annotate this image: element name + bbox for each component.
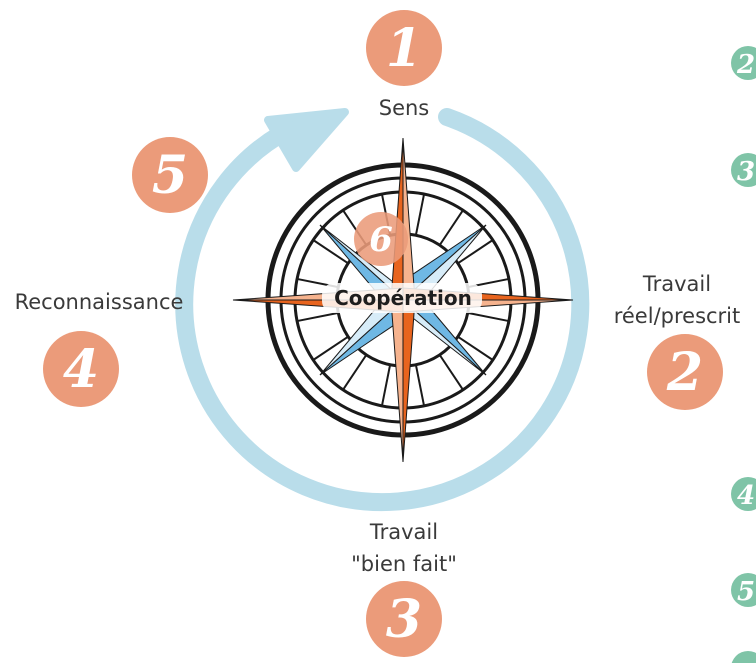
cooperation-label-background <box>322 283 482 313</box>
compass-tick <box>414 193 426 236</box>
side-badge-4-number: 4 <box>737 481 755 511</box>
side-badge-3: 3 <box>731 153 756 187</box>
compass-tick <box>457 335 494 361</box>
compass-ticks <box>296 193 510 407</box>
badge-4-number: 4 <box>63 339 99 400</box>
compass-diagonal-points <box>319 224 487 376</box>
badge-1: 1 <box>366 10 442 86</box>
cycle-arrow <box>175 108 590 512</box>
badge-4: 4 <box>43 331 119 407</box>
label-travail-bien-fait: Travail "bien fait" <box>334 516 474 580</box>
compass-tick <box>380 364 392 407</box>
label-travail-bien-line1: Travail <box>369 520 439 544</box>
badge-3-number: 3 <box>386 589 422 650</box>
label-travail-reel-prescrit: Travail réel/prescrit <box>598 268 756 332</box>
compass-tick <box>342 354 368 391</box>
label-sens: Sens <box>354 92 454 124</box>
badge-6: 6 <box>354 212 408 266</box>
label-reconnaissance-text: Reconnaissance <box>14 290 184 314</box>
label-travail-reel-line1: Travail <box>642 272 712 296</box>
label-sens-text: Sens <box>378 96 430 120</box>
compass-tick <box>296 311 339 323</box>
badge-3: 3 <box>366 581 442 657</box>
label-travail-bien-line2: "bien fait" <box>351 552 457 576</box>
side-badge-2-number: 2 <box>736 50 755 80</box>
side-badge-5-number: 5 <box>737 577 755 607</box>
compass-tick <box>312 239 349 265</box>
compass: Coopération 6 <box>232 137 574 463</box>
compass-tick <box>438 354 464 391</box>
side-badge-partial <box>731 651 756 663</box>
label-travail-reel-line2: réel/prescrit <box>613 304 741 328</box>
badge-2-number: 2 <box>666 342 703 403</box>
badge-5-number: 5 <box>152 145 188 206</box>
compass-tick <box>414 364 426 407</box>
side-badge-5: 5 <box>731 573 756 607</box>
compass-tick <box>467 311 510 323</box>
side-badge-4: 4 <box>731 477 756 511</box>
side-badge-3-number: 3 <box>737 157 755 187</box>
badge-1-number: 1 <box>386 18 422 79</box>
badge-6-number: 6 <box>369 220 393 260</box>
compass-tick <box>457 239 494 265</box>
compass-tick <box>438 209 464 246</box>
side-badge-2: 2 <box>731 46 756 80</box>
label-reconnaissance: Reconnaissance <box>4 286 194 318</box>
badge-5: 5 <box>132 137 208 213</box>
badge-2: 2 <box>647 334 723 410</box>
cooperation-label: Coopération <box>334 286 472 310</box>
compass-tick <box>312 335 349 361</box>
